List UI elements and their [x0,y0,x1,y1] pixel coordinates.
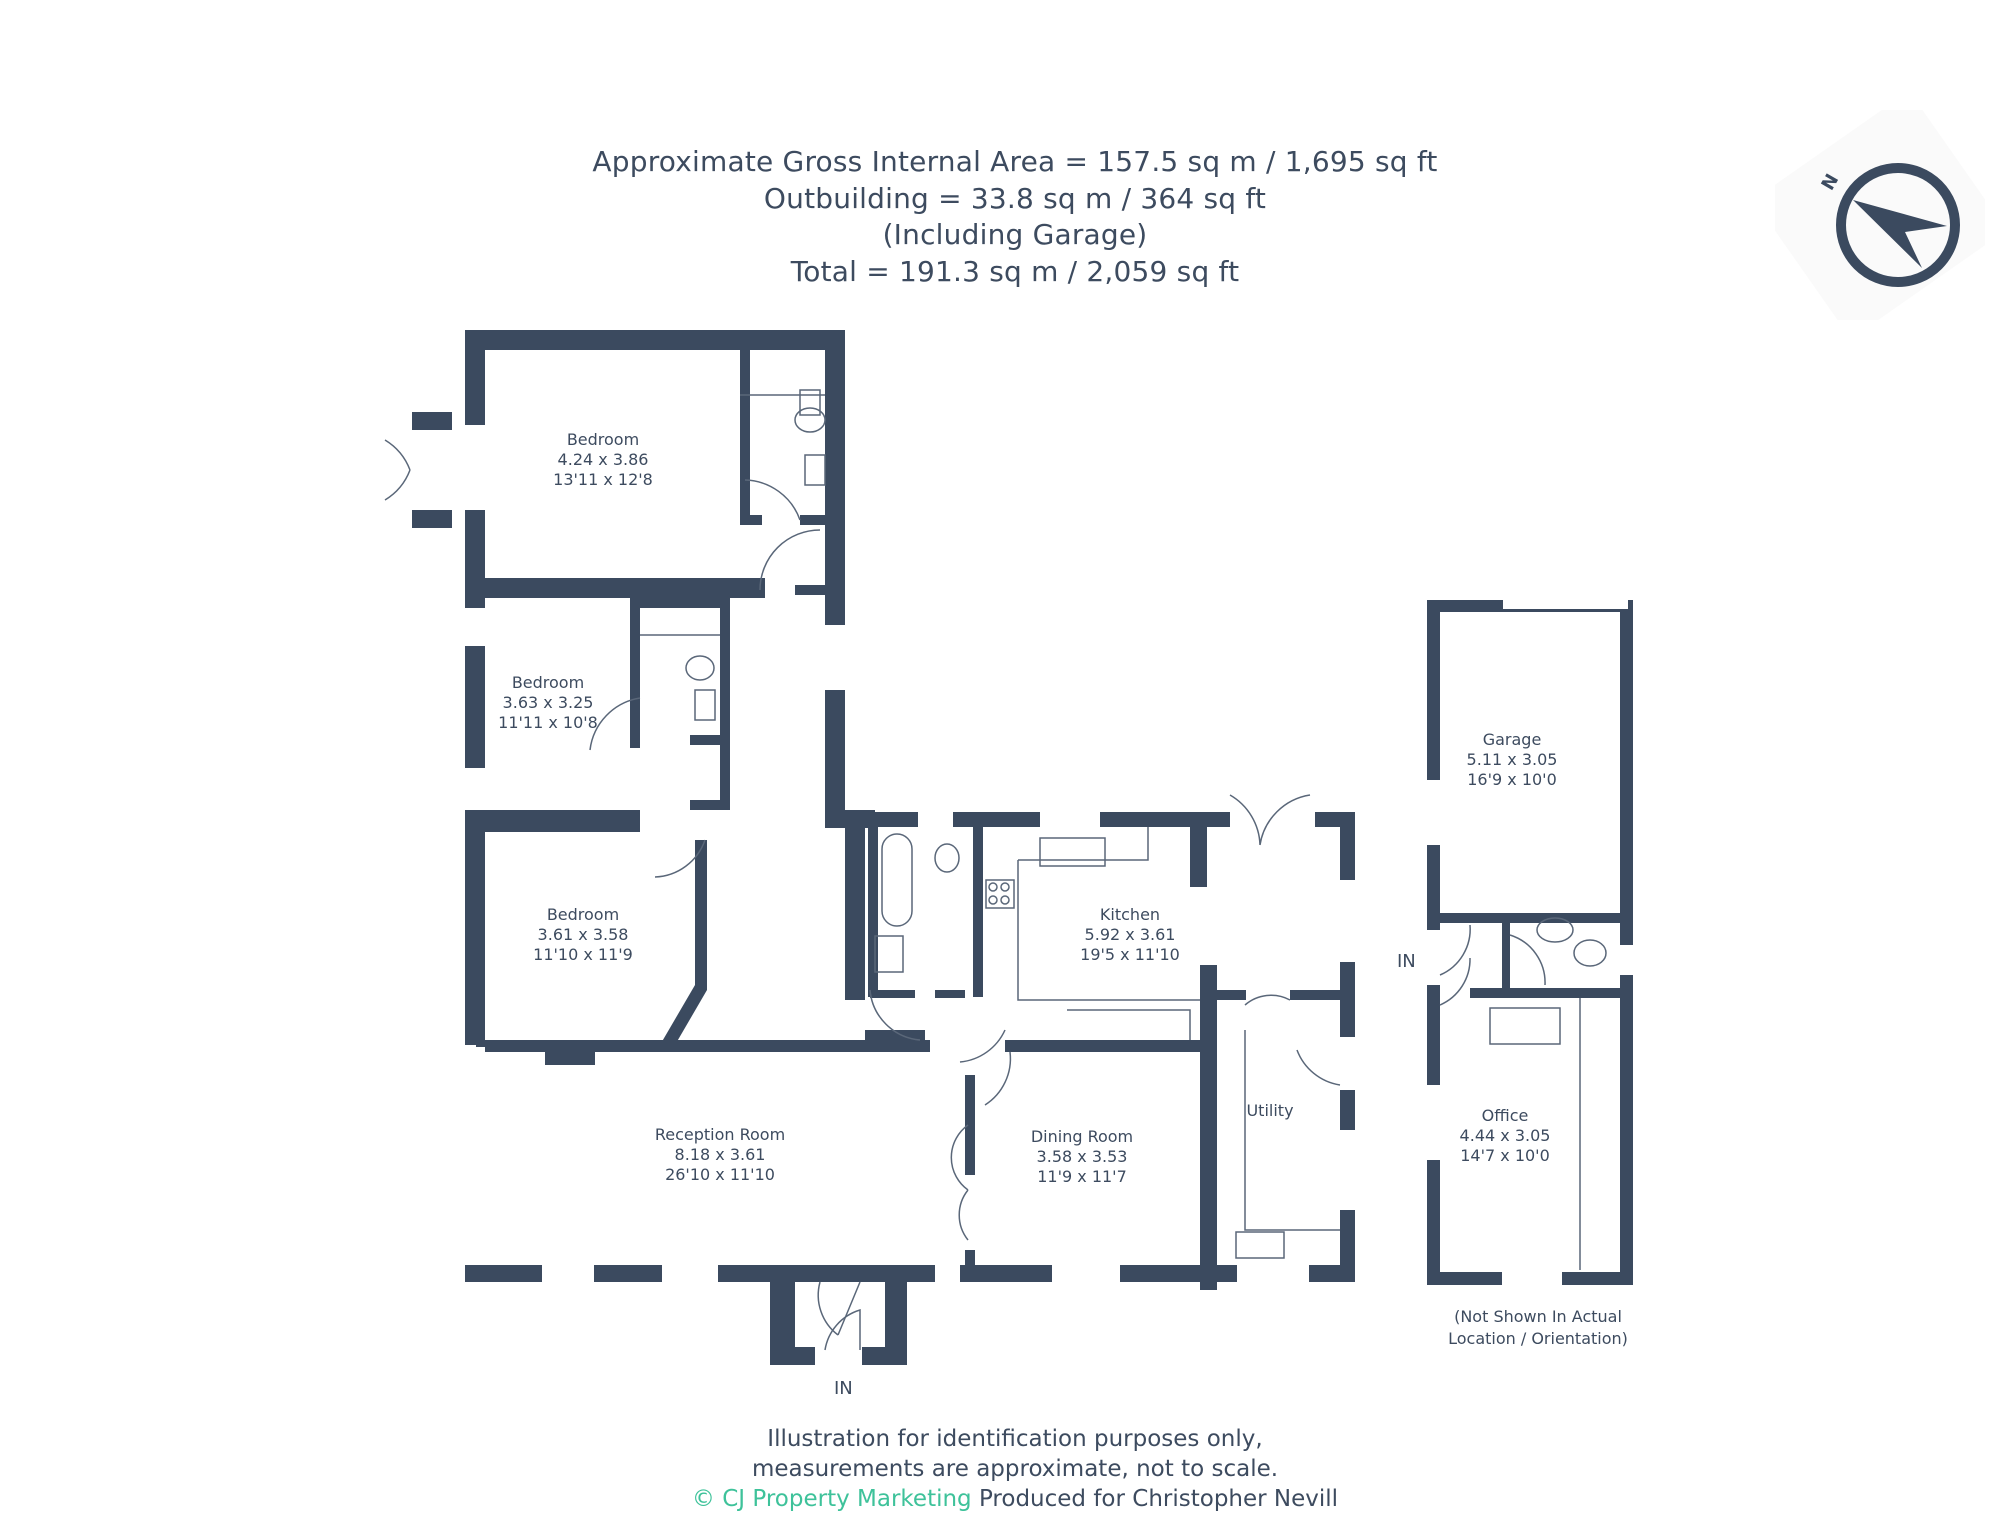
room-metric: 5.11 x 3.05 [1467,750,1558,769]
north-compass-icon: N [1775,110,1985,320]
openings [464,599,1634,1286]
room-name: Bedroom [567,430,639,449]
disclaimer-line-1: Illustration for identification purposes… [767,1426,1263,1452]
note-line-1: (Not Shown In Actual [1454,1307,1622,1326]
fixtures [384,389,1607,1351]
outbuilding-note: (Not Shown In Actual Location / Orientat… [1418,1306,1658,1350]
room-metric: 3.63 x 3.25 [503,693,594,712]
produced-for: Produced for Christopher Nevill [978,1486,1339,1512]
room-imperial: 13'11 x 12'8 [553,470,653,489]
room-metric: 4.44 x 3.05 [1460,1126,1551,1145]
room-name: Reception Room [655,1125,785,1144]
room-name: Bedroom [512,673,584,692]
room-name: Kitchen [1100,905,1160,924]
room-metric: 3.58 x 3.53 [1037,1147,1128,1166]
room-imperial: 11'11 x 10'8 [498,713,598,732]
room-metric: 5.92 x 3.61 [1085,925,1176,944]
room-imperial: 26'10 x 11'10 [665,1165,775,1184]
room-name: Utility [1246,1101,1293,1120]
total-area: Total = 191.3 sq m / 2,059 sq ft [790,254,1240,288]
outbuilding-area: Outbuilding = 33.8 sq m / 364 sq ft [763,181,1267,215]
room-name: Office [1482,1106,1529,1125]
credit-line: © CJ Property Marketing Produced for Chr… [0,1484,2000,1514]
room-imperial: 16'9 x 10'0 [1467,770,1557,789]
disclaimer-footer: Illustration for identification purposes… [0,1424,2000,1514]
outbuilding-entrance-label: IN [1397,951,1416,972]
note-line-2: Location / Orientation) [1448,1329,1628,1348]
walls [412,330,1633,1365]
area-summary: Approximate Gross Internal Area = 157.5 … [0,144,2000,290]
room-imperial: 19'5 x 11'10 [1080,945,1180,964]
room-labels: Bedroom 4.24 x 3.86 13'11 x 12'8 Bedroom… [498,430,1557,1186]
brand-name: © CJ Property Marketing [691,1486,972,1512]
including-garage-note: (Including Garage) [882,218,1148,251]
room-metric: 3.61 x 3.58 [538,925,629,944]
room-metric: 8.18 x 3.61 [675,1145,766,1164]
room-imperial: 11'9 x 11'7 [1037,1167,1127,1186]
main-entrance-label: IN [834,1378,853,1399]
gross-internal-area: Approximate Gross Internal Area = 157.5 … [592,145,1438,178]
disclaimer-line-2: measurements are approximate, not to sca… [751,1456,1279,1482]
room-name: Dining Room [1031,1127,1133,1146]
room-imperial: 11'10 x 11'9 [533,945,633,964]
room-metric: 4.24 x 3.86 [558,450,649,469]
room-imperial: 14'7 x 10'0 [1460,1146,1550,1165]
room-name: Garage [1483,730,1542,749]
room-name: Bedroom [547,905,619,924]
